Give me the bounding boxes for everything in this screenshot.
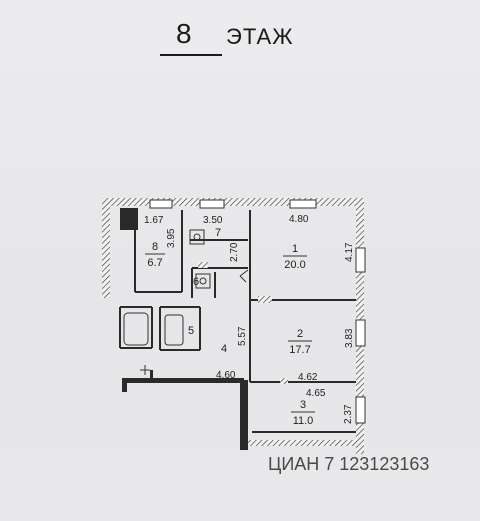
floor-number-underline [160, 54, 222, 56]
dimension-labels: 1.67 3.50 4.80 3.95 2.70 4.17 5.57 3.83 … [144, 214, 355, 424]
window-room-8 [149, 199, 173, 209]
window-room-3 [355, 396, 366, 424]
sink-basin-icon [199, 277, 207, 285]
window-room-2 [355, 319, 366, 347]
door-marker-icon [140, 365, 150, 375]
dim-4-80: 4.80 [289, 214, 309, 225]
sink-icon [195, 273, 211, 289]
partition-marks [198, 262, 288, 384]
room-3-area: 11.0 [293, 415, 314, 427]
room-6-number: 6 [193, 276, 199, 288]
room-8-number: 8 [152, 241, 158, 253]
dim-3-50: 3.50 [203, 215, 223, 226]
room-8: 8 6.7 [145, 241, 165, 269]
dim-2-70: 2.70 [229, 242, 240, 262]
bathtub-icon-2 [164, 314, 184, 346]
windows [149, 199, 366, 424]
dim-4-65: 4.65 [306, 388, 326, 399]
window-room-7 [199, 199, 225, 209]
interior-walls [119, 210, 356, 433]
dim-2-37: 2.37 [343, 404, 354, 424]
exterior-walls [102, 198, 364, 454]
room-1: 1 20.0 [283, 243, 307, 271]
room-labels: 1 20.0 2 17.7 3 11.0 4 5 6 7 8 6.7 [145, 227, 315, 427]
window-room-1 [289, 199, 317, 209]
dim-4-17: 4.17 [344, 242, 355, 262]
room-4-number: 4 [221, 343, 227, 355]
dim-1-67: 1.67 [144, 215, 164, 226]
room-1-number: 1 [292, 243, 298, 255]
door-swing-icon [239, 269, 249, 283]
room-2-area: 17.7 [289, 344, 310, 356]
dim-5-57: 5.57 [237, 326, 248, 346]
toilet-icon [189, 229, 205, 245]
toilet-bowl-icon [193, 233, 201, 241]
watermark: ЦИАН 7 123123163 [268, 454, 429, 474]
dim-4-60: 4.60 [216, 370, 236, 381]
floor-word: ЭТАЖ [226, 24, 294, 49]
room-5-number: 5 [188, 325, 194, 337]
room-2: 2 17.7 [288, 328, 312, 356]
room-8-area: 6.7 [147, 257, 162, 269]
room-7-number: 7 [215, 227, 221, 239]
dim-3-83: 3.83 [344, 328, 355, 348]
floor-heading: 8 ЭТАЖ [160, 18, 330, 58]
room-3-number: 3 [300, 399, 306, 411]
dim-3-95: 3.95 [166, 228, 177, 248]
bathtub-icon [123, 312, 149, 346]
room-2-number: 2 [297, 328, 303, 340]
dim-4-62: 4.62 [298, 372, 318, 383]
window-room-1-side [355, 247, 366, 273]
room-1-area: 20.0 [284, 259, 305, 271]
room-3: 3 11.0 [291, 399, 315, 427]
floor-number: 8 [176, 18, 192, 49]
fixtures [123, 229, 249, 375]
